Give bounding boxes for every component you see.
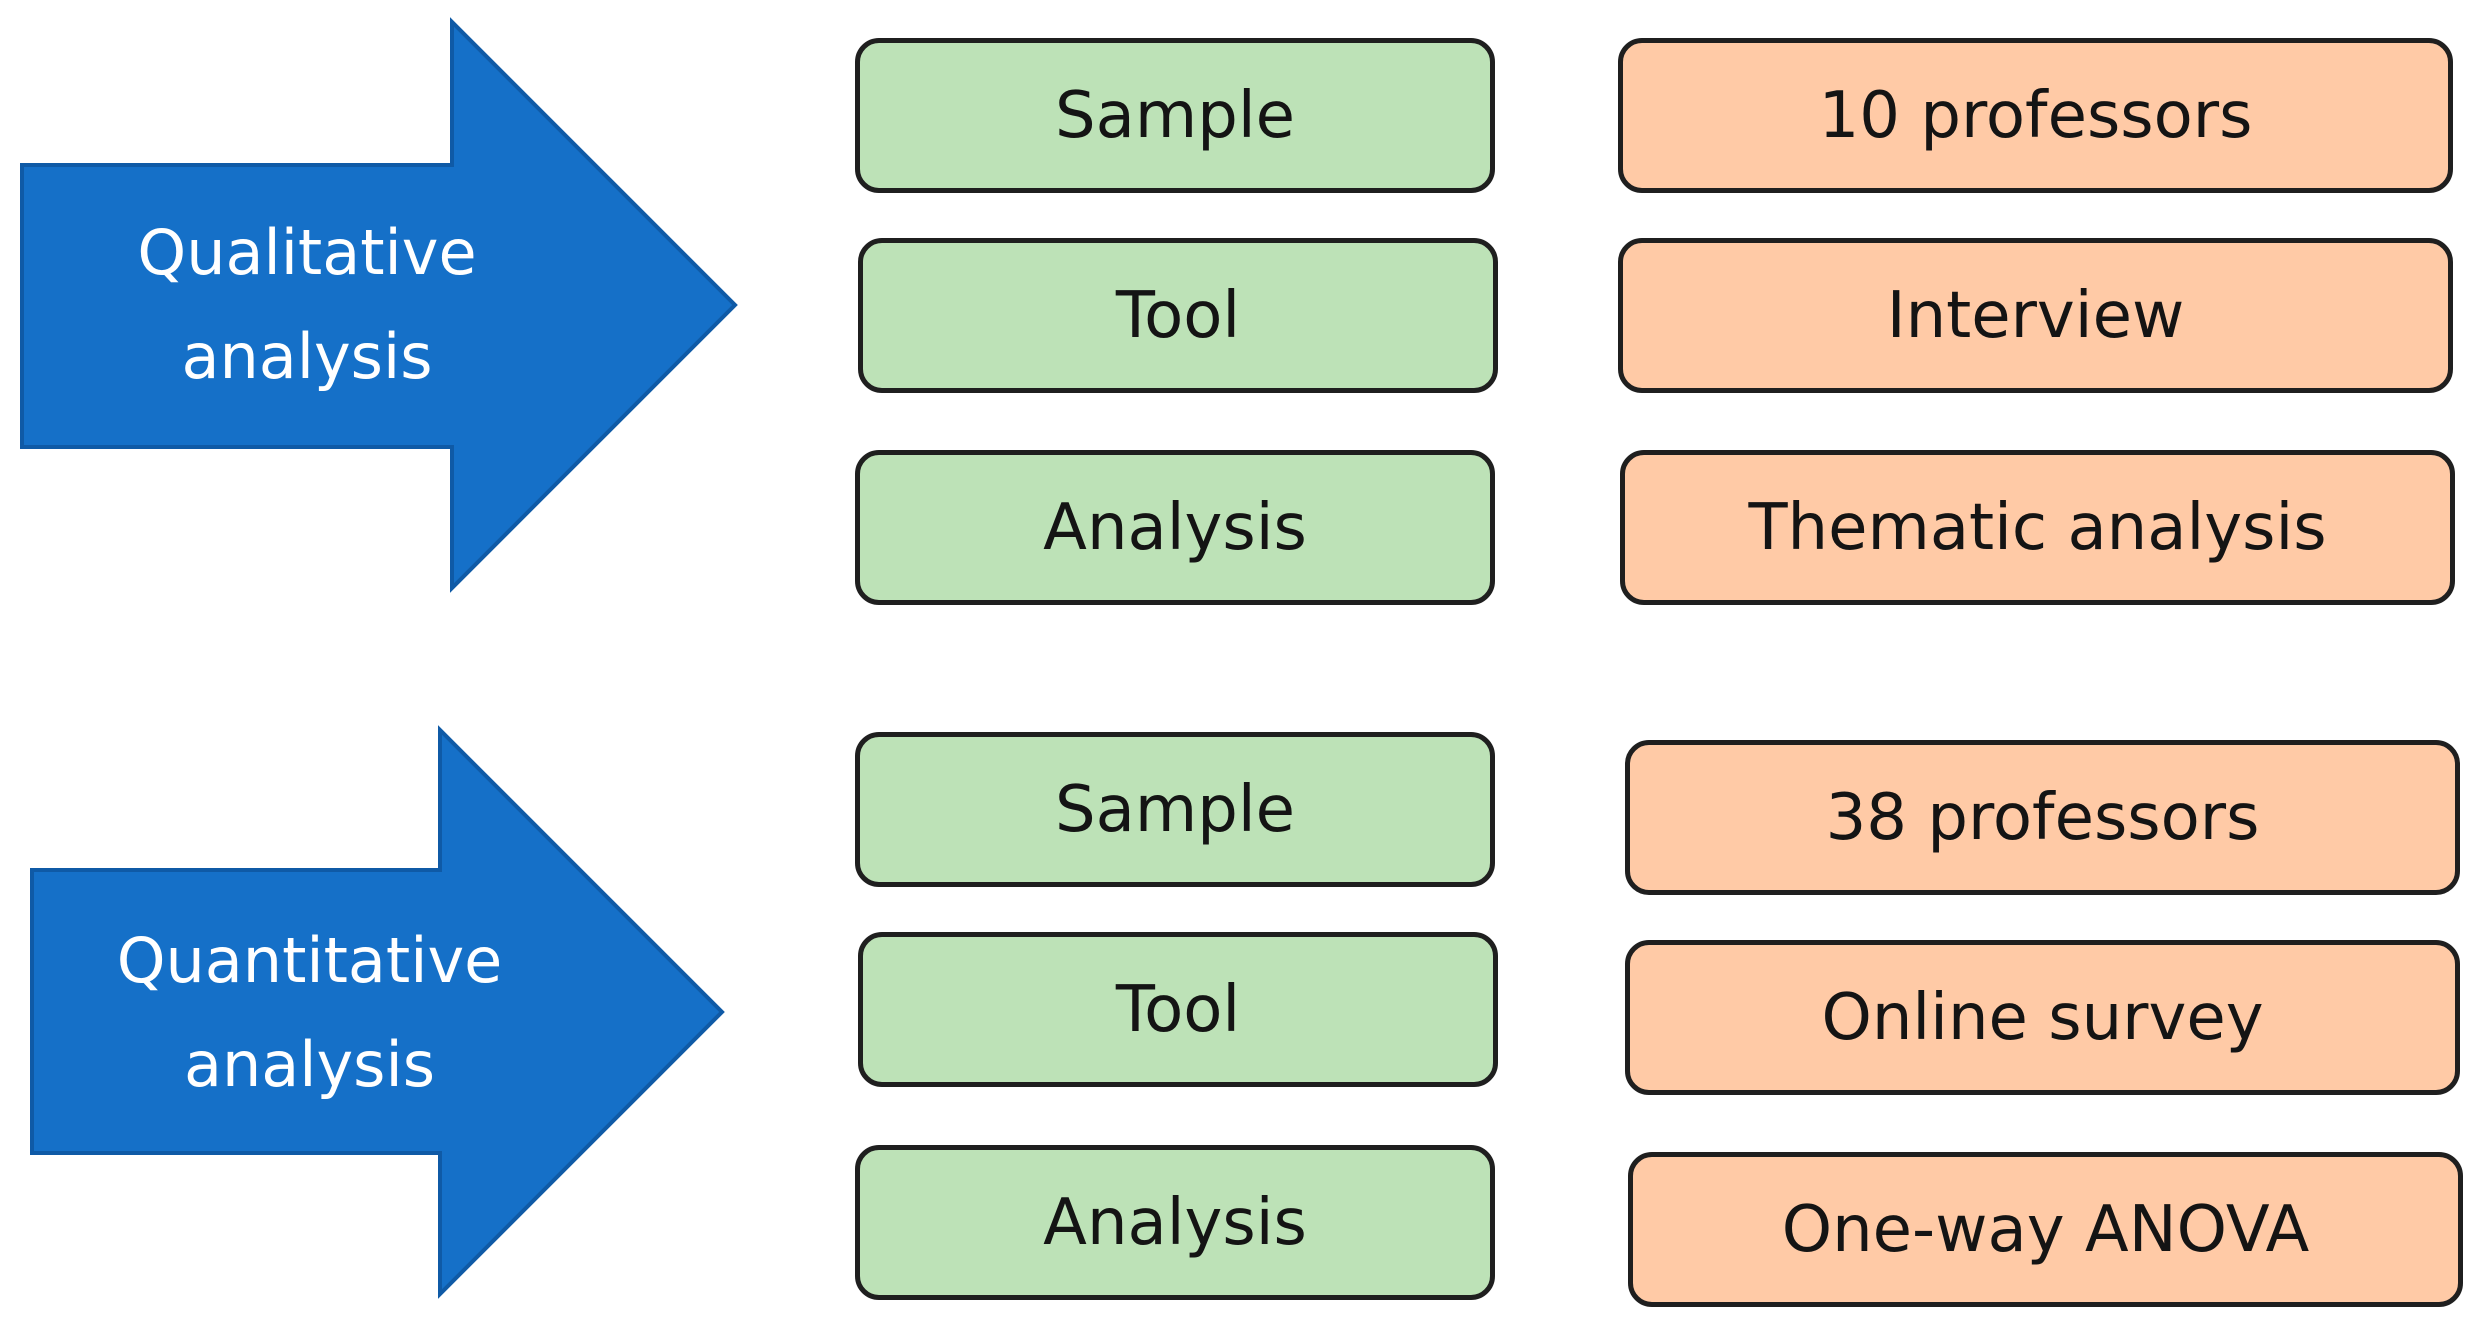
qualitative-analysis-box: Analysis: [855, 450, 1495, 605]
qualitative-sample-value: 10 professors: [1818, 78, 2253, 153]
quantitative-arrow: Quantitative analysis: [0, 700, 760, 1320]
qualitative-analysis-value-box: Thematic analysis: [1620, 450, 2455, 605]
quantitative-sample-box: Sample: [855, 732, 1495, 887]
qualitative-analysis-value: Thematic analysis: [1748, 490, 2327, 565]
quantitative-tool-value-box: Online survey: [1625, 940, 2460, 1095]
quantitative-arrow-label: Quantitative analysis: [32, 900, 587, 1125]
qualitative-arrow-label: Qualitative analysis: [22, 195, 592, 415]
qualitative-arrow-shape: [20, 17, 738, 593]
qualitative-tool-value: Interview: [1886, 278, 2185, 353]
quantitative-sample-value: 38 professors: [1825, 780, 2260, 855]
quantitative-analysis-value-box: One-way ANOVA: [1628, 1152, 2463, 1307]
quantitative-sample-value-box: 38 professors: [1625, 740, 2460, 895]
qualitative-sample-value-box: 10 professors: [1618, 38, 2453, 193]
qualitative-label-line1: Qualitative: [137, 216, 477, 289]
qualitative-tool-box: Tool: [858, 238, 1498, 393]
qualitative-arrow: Qualitative analysis: [0, 0, 760, 600]
quantitative-tool-value: Online survey: [1821, 980, 2264, 1055]
qualitative-label-line2: analysis: [181, 320, 433, 393]
quantitative-arrow-shape: [30, 725, 725, 1299]
quantitative-analysis-box: Analysis: [855, 1145, 1495, 1300]
quantitative-tool-box: Tool: [858, 932, 1498, 1087]
quantitative-label-line2: analysis: [183, 1027, 436, 1101]
quantitative-analysis-label: Analysis: [1043, 1185, 1307, 1260]
qualitative-sample-box: Sample: [855, 38, 1495, 193]
qualitative-tool-value-box: Interview: [1618, 238, 2453, 393]
qualitative-analysis-label: Analysis: [1043, 490, 1307, 565]
quantitative-label-line1: Quantitative: [116, 923, 503, 997]
qualitative-sample-label: Sample: [1055, 78, 1295, 153]
quantitative-sample-label: Sample: [1055, 772, 1295, 847]
qualitative-tool-label: Tool: [1115, 278, 1241, 353]
quantitative-tool-label: Tool: [1115, 972, 1241, 1047]
quantitative-analysis-value: One-way ANOVA: [1781, 1192, 2310, 1267]
